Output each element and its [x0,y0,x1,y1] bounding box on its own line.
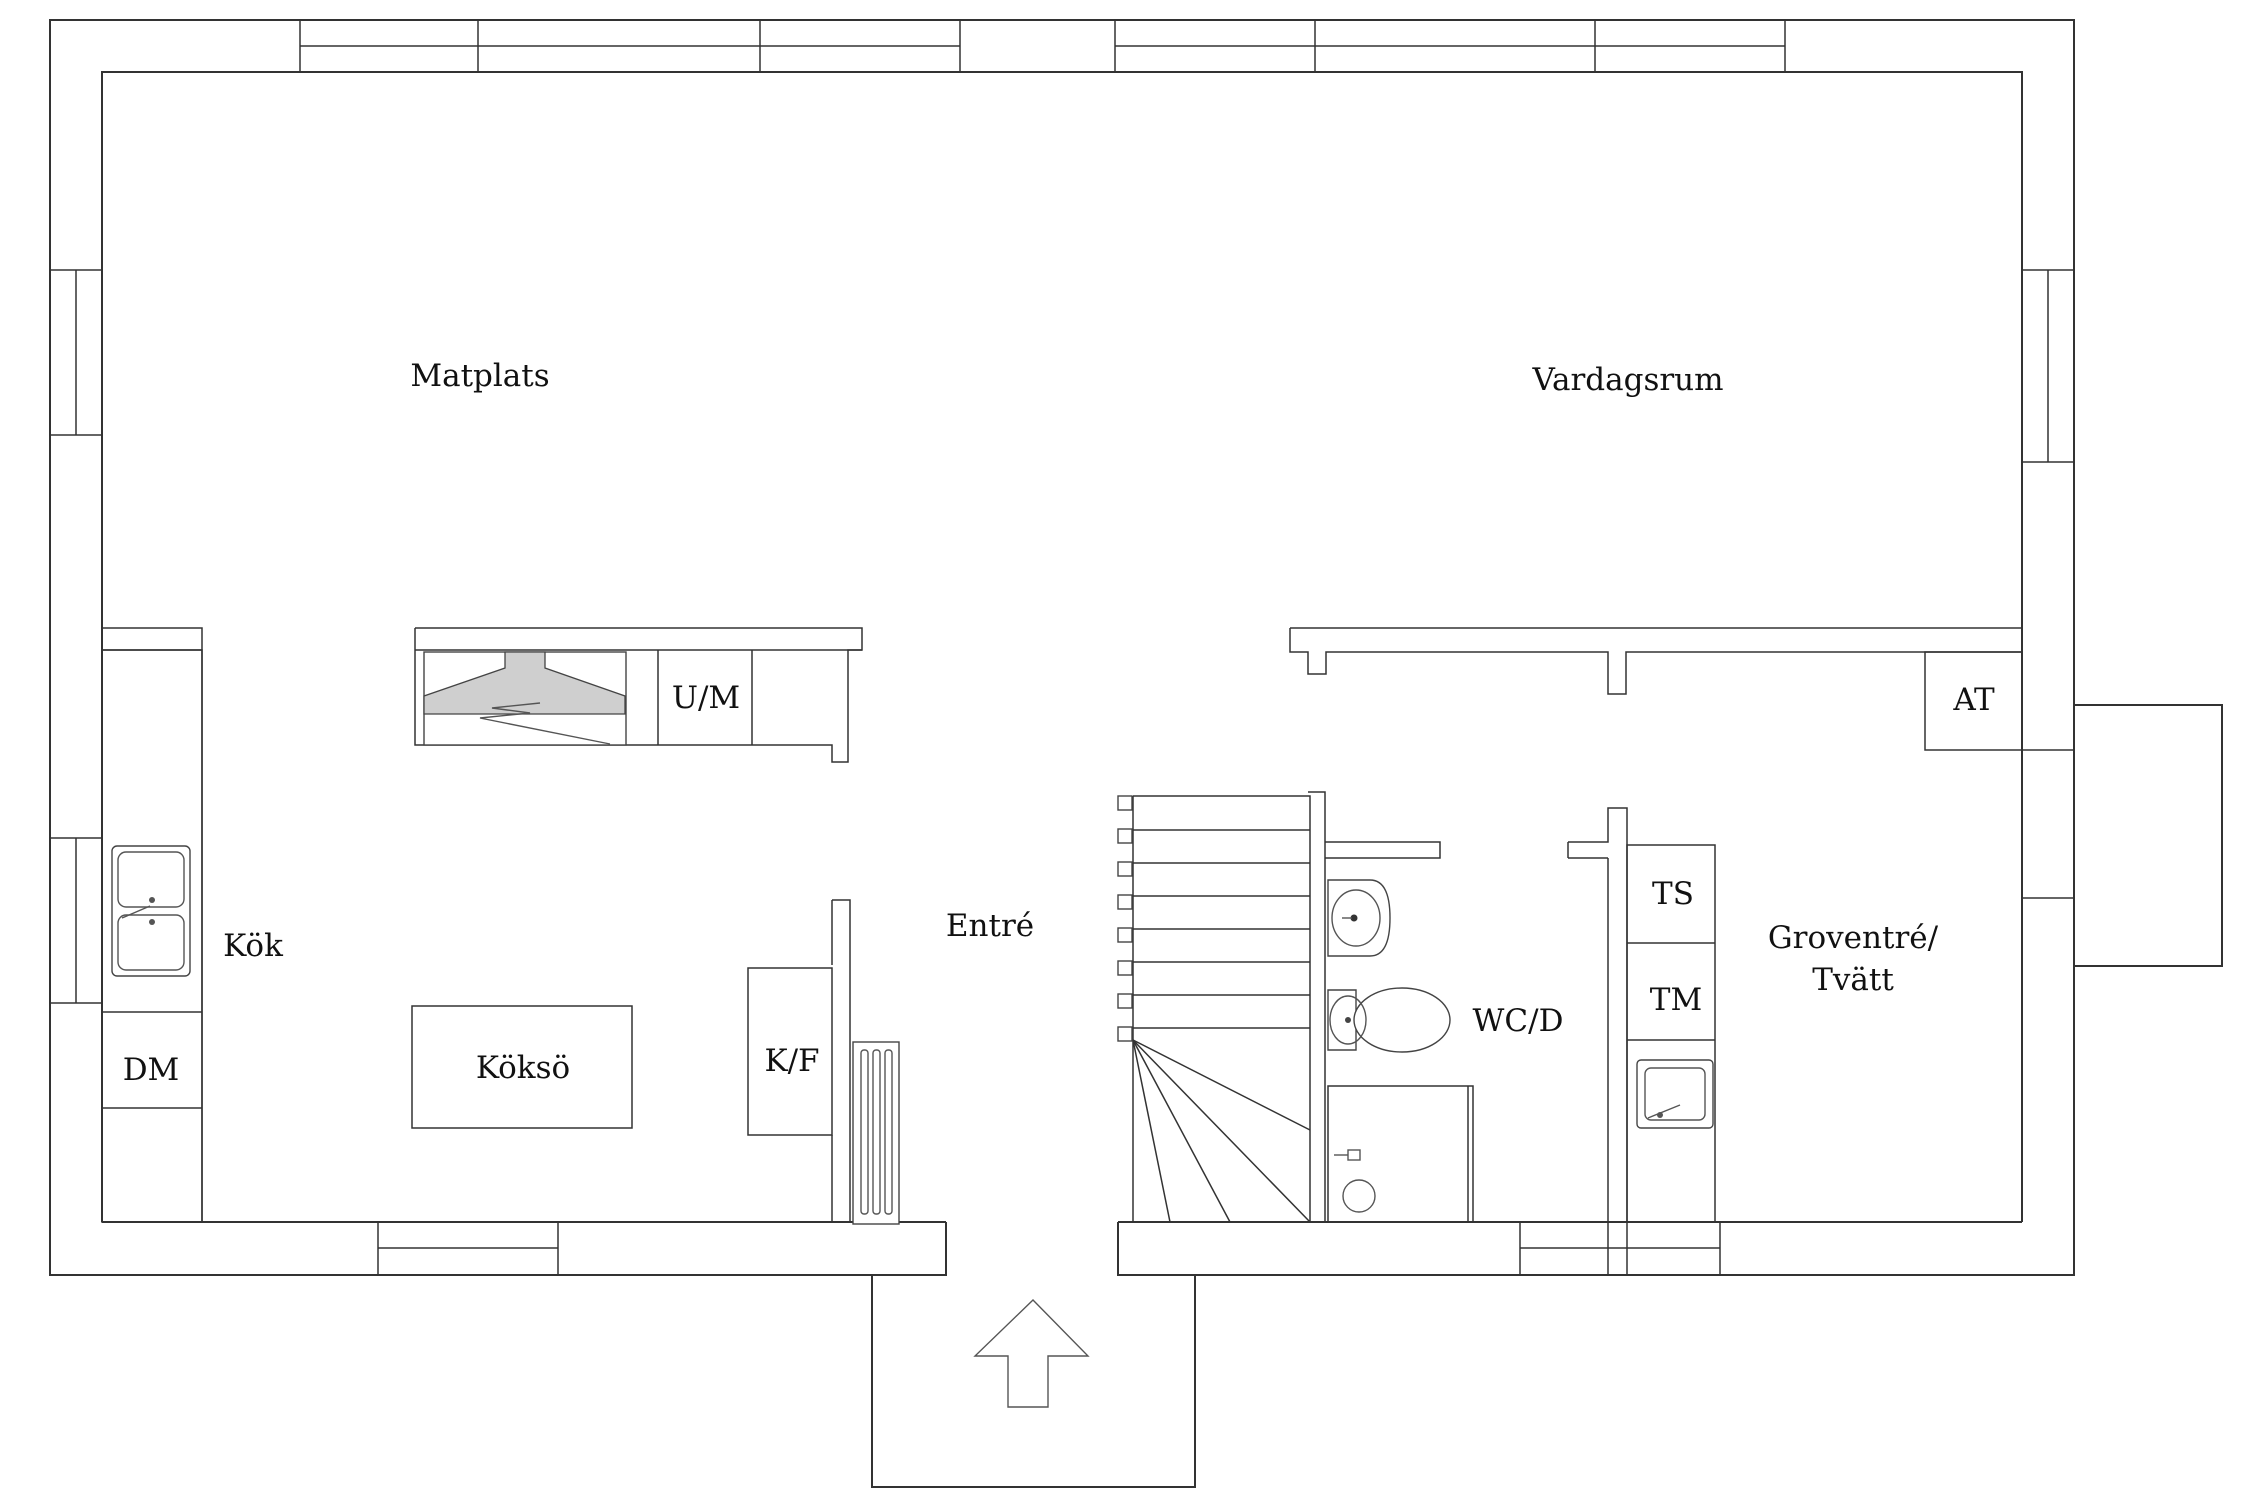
stair-railing-posts [1117,795,1133,1042]
laundry-sink-icon [1636,1059,1714,1129]
radiator-icon [852,1041,900,1225]
label-entre: Entré [946,908,1034,944]
toilet-icon [1327,987,1451,1053]
label-koksö: Köksö [476,1050,570,1086]
washbasin-icon [1327,879,1391,957]
entrance [871,1221,1196,1488]
room-labels: Matplats Vardagsrum Kök DM Köksö K/F U/M… [123,358,1995,1088]
label-um: U/M [672,680,740,716]
label-tvatt: Tvätt [1812,962,1894,998]
label-tm: TM [1650,982,1702,1018]
kitchen-left-counter [101,649,203,1223]
staircase [1132,795,1311,1223]
entrance-arrow-icon [973,1299,1090,1408]
label-kf: K/F [764,1043,819,1079]
label-ts: TS [1652,876,1694,912]
label-groventre: Groventré/ [1768,920,1939,956]
kitchen-island [411,1005,633,1129]
label-dm: DM [123,1052,180,1088]
label-at: AT [1952,682,1995,718]
side-annex [2074,704,2223,967]
shower-icon [1327,1085,1474,1223]
range-hood-icon [423,651,626,715]
double-sink-icon [111,845,191,977]
label-wcd: WC/D [1473,1003,1564,1039]
windows [49,19,2075,1276]
label-matplats: Matplats [410,358,549,394]
label-kok: Kök [223,928,283,964]
hood-vent-icon [479,702,611,745]
label-vardagsrum: Vardagsrum [1531,362,1723,398]
fridge-freezer [747,967,833,1136]
interior-walls [102,627,2074,1275]
exterior-walls [49,19,2075,1276]
